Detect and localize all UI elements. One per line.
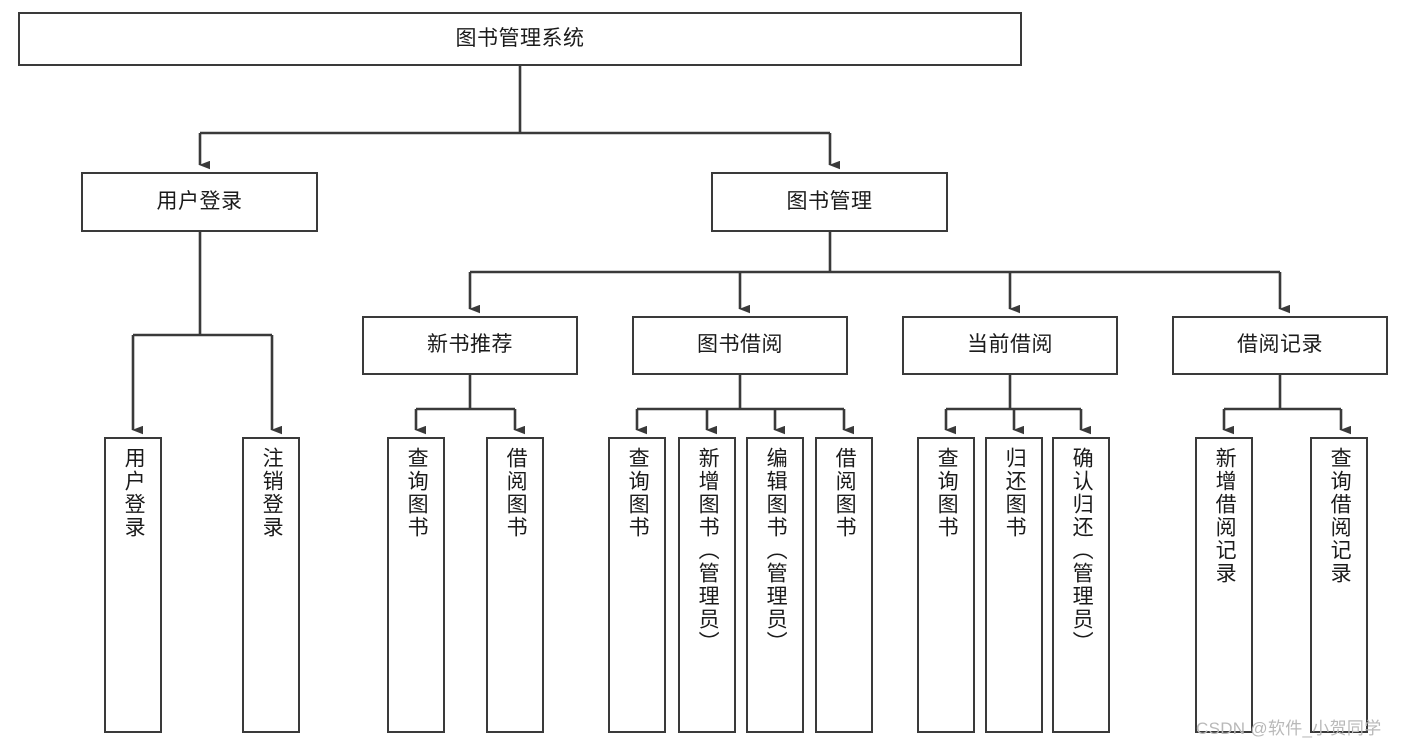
node-label: 借阅图书 bbox=[833, 447, 857, 539]
node-label: 图书管理系统 bbox=[455, 26, 585, 50]
node-label: 用户登录 bbox=[156, 189, 243, 213]
node-leaf-edit-book-admin[interactable]: 编辑图书（管理员） bbox=[746, 437, 804, 733]
node-leaf-borrow-book-recommend[interactable]: 借阅图书 bbox=[486, 437, 544, 733]
node-user-login[interactable]: 用户登录 bbox=[81, 172, 318, 232]
node-label: 图书借阅 bbox=[697, 333, 783, 357]
edges-root-to-level1 bbox=[198, 66, 840, 170]
node-leaf-return-book[interactable]: 归还图书 bbox=[985, 437, 1043, 733]
node-leaf-user-login[interactable]: 用户登录 bbox=[104, 437, 162, 733]
node-label: 新增图书（管理员） bbox=[696, 447, 720, 654]
node-leaf-add-borrow-record[interactable]: 新增借阅记录 bbox=[1195, 437, 1253, 733]
node-leaf-query-book-borrow[interactable]: 查询图书 bbox=[608, 437, 666, 733]
node-leaf-user-logout[interactable]: 注销登录 bbox=[242, 437, 300, 733]
node-label: 确认归还（管理员） bbox=[1070, 447, 1094, 654]
node-leaf-borrow-book[interactable]: 借阅图书 bbox=[815, 437, 873, 733]
edges-currentborrow-to-leaves bbox=[944, 375, 1091, 435]
node-book-borrow[interactable]: 图书借阅 bbox=[632, 316, 848, 375]
edges-userlogin-to-leaves bbox=[131, 232, 282, 435]
edges-borrowrecord-to-leaves bbox=[1222, 375, 1351, 435]
node-label: 新书推荐 bbox=[427, 333, 513, 357]
node-label: 查询借阅记录 bbox=[1328, 447, 1352, 585]
node-book-management-system[interactable]: 图书管理系统 bbox=[18, 12, 1022, 66]
node-label: 查询图书 bbox=[935, 447, 959, 539]
node-label: 查询图书 bbox=[626, 447, 650, 539]
node-label: 借阅图书 bbox=[504, 447, 528, 539]
node-leaf-query-book-recommend[interactable]: 查询图书 bbox=[387, 437, 445, 733]
node-borrow-record[interactable]: 借阅记录 bbox=[1172, 316, 1388, 375]
node-label: 查询图书 bbox=[405, 447, 429, 539]
edges-bookborrow-to-leaves bbox=[635, 375, 854, 435]
edges-newbook-to-leaves bbox=[414, 375, 525, 435]
node-leaf-query-book-current[interactable]: 查询图书 bbox=[917, 437, 975, 733]
csdn-watermark: CSDN @软件_小贺同学 bbox=[1196, 719, 1382, 738]
node-new-book-recommend[interactable]: 新书推荐 bbox=[362, 316, 578, 375]
node-label: 编辑图书（管理员） bbox=[764, 447, 788, 654]
node-label: 借阅记录 bbox=[1237, 333, 1323, 357]
node-label: 新增借阅记录 bbox=[1213, 447, 1237, 585]
node-label: 图书管理 bbox=[786, 189, 873, 213]
node-leaf-add-book-admin[interactable]: 新增图书（管理员） bbox=[678, 437, 736, 733]
node-leaf-query-borrow-record[interactable]: 查询借阅记录 bbox=[1310, 437, 1368, 733]
node-label: 当前借阅 bbox=[967, 333, 1053, 357]
node-leaf-confirm-return-admin[interactable]: 确认归还（管理员） bbox=[1052, 437, 1110, 733]
node-label: 归还图书 bbox=[1003, 447, 1027, 539]
node-label: 注销登录 bbox=[260, 447, 284, 539]
node-book-management[interactable]: 图书管理 bbox=[711, 172, 948, 232]
edges-bookmgmt-to-level2 bbox=[468, 232, 1290, 314]
node-label: 用户登录 bbox=[122, 447, 146, 539]
node-current-borrow[interactable]: 当前借阅 bbox=[902, 316, 1118, 375]
